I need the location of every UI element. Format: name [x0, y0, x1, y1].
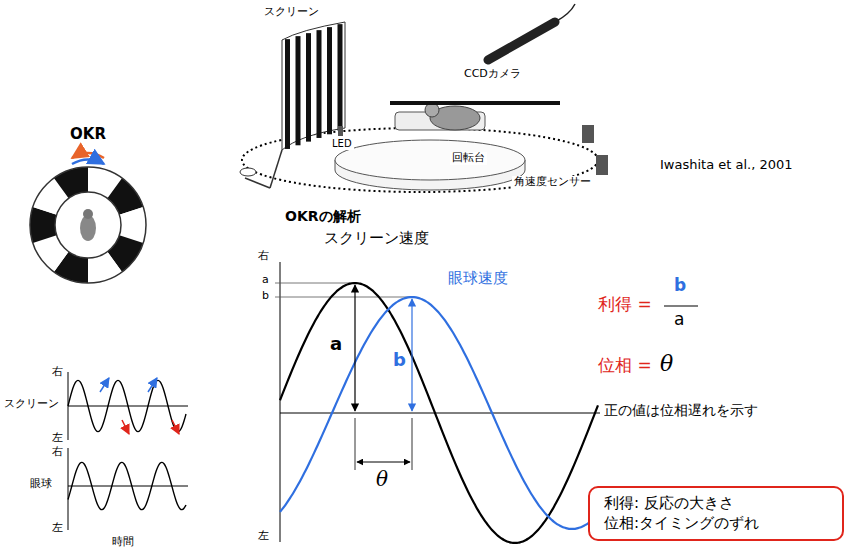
- axis-label: 左: [52, 432, 63, 445]
- axis-label: 右: [258, 250, 269, 263]
- axis-label: 右: [52, 366, 63, 379]
- panel-title: OKR: [70, 126, 106, 143]
- analysis-chart: [275, 262, 600, 543]
- level-label: b: [262, 290, 269, 303]
- fraction-bar: [664, 305, 698, 306]
- axis-label: 時間: [112, 536, 134, 549]
- part-label: 回転台: [450, 152, 487, 165]
- phase-symbol: θ: [376, 468, 388, 491]
- formula-label: 位相 =: [598, 356, 652, 376]
- curve-label: スクリーン速度: [324, 230, 429, 247]
- summary-text: 利得: 反応の大きさ: [604, 493, 828, 513]
- formula-term: b: [674, 276, 686, 296]
- summary-text: 位相:タイミングのずれ: [604, 513, 828, 533]
- axis-label: 左: [52, 522, 63, 535]
- axis-label: 眼球: [30, 478, 52, 491]
- time-course: [68, 372, 188, 530]
- optokinetic-drum: [30, 153, 146, 283]
- panel-title: OKRの解析: [285, 208, 361, 224]
- formula-term: θ: [660, 351, 673, 376]
- citation: Iwashita et al., 2001: [660, 158, 793, 173]
- part-label: スクリーン: [262, 6, 321, 19]
- summary-box: 利得: 反応の大きさ位相:タイミングのずれ: [588, 486, 844, 541]
- curve-label: 眼球速度: [448, 270, 508, 287]
- apparatus: [240, 4, 608, 192]
- part-label: LED: [330, 138, 354, 150]
- level-label: a: [262, 274, 269, 287]
- part-label: 角速度センサー: [512, 176, 593, 189]
- formula-label: 利得 =: [598, 295, 652, 315]
- axis-label: スクリーン: [4, 398, 59, 411]
- note: 正の値は位相遅れを示す: [604, 402, 758, 418]
- axis-label: 右: [52, 446, 63, 459]
- formula-term: a: [674, 310, 684, 330]
- amplitude-label: a: [330, 334, 342, 355]
- amplitude-label: b: [393, 350, 406, 371]
- part-label: CCDカメラ: [462, 68, 523, 81]
- axis-label: 左: [258, 530, 269, 543]
